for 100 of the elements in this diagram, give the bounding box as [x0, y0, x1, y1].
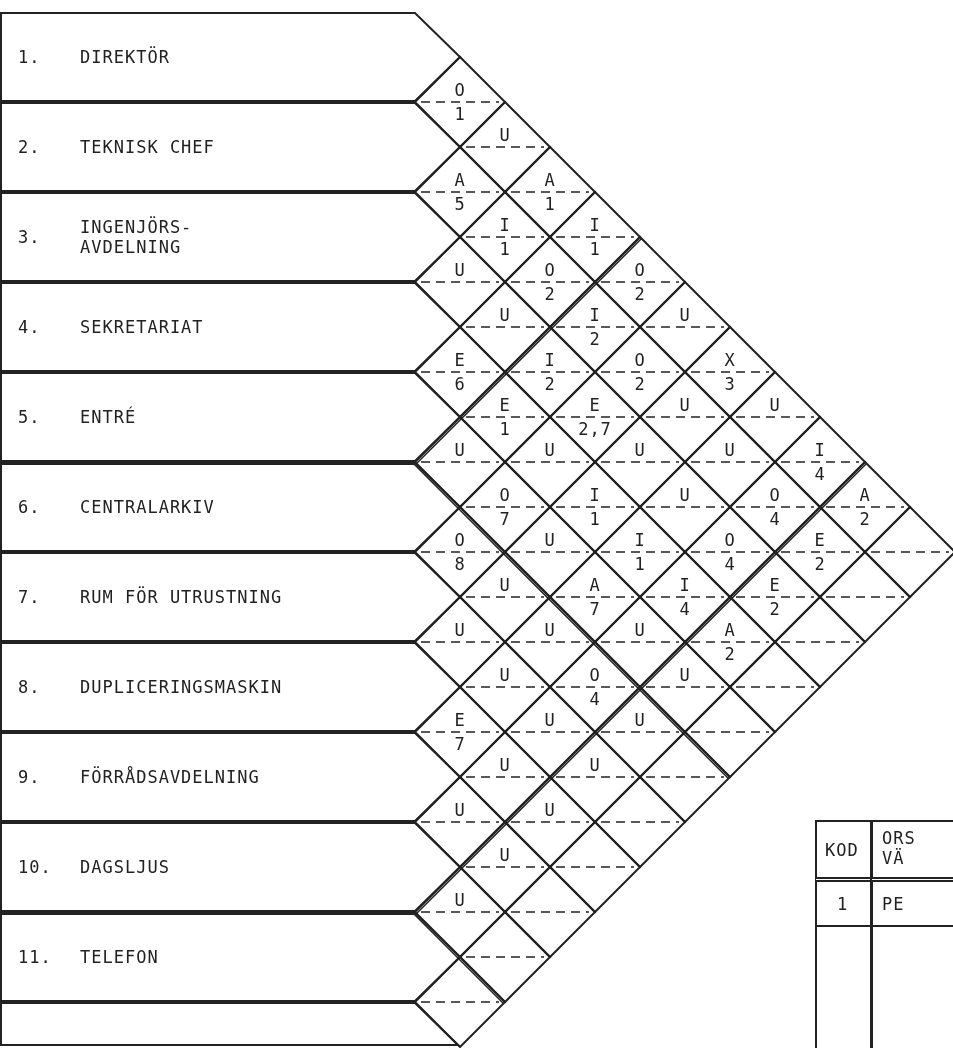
reason-number: 2	[589, 329, 601, 349]
closeness-code: U	[454, 620, 466, 640]
reason-number: 4	[724, 554, 736, 574]
closeness-code: A	[544, 170, 556, 190]
closeness-code: A	[589, 575, 601, 595]
closeness-code: U	[499, 665, 511, 685]
row-number: 10.	[18, 857, 52, 877]
reason-number: 2	[724, 644, 736, 664]
closeness-code: A	[454, 170, 466, 190]
relationship-diamond	[640, 732, 730, 822]
department-name: TELEFON	[80, 947, 159, 967]
relationship-diamond	[415, 957, 505, 1047]
closeness-code: U	[679, 665, 691, 685]
table-text: 1	[837, 894, 849, 914]
reason-number: 4	[814, 464, 826, 484]
department-name: SEKRETARIAT	[80, 317, 204, 337]
closeness-code: U	[634, 620, 646, 640]
closeness-code: U	[454, 440, 466, 460]
closeness-code: A	[724, 620, 736, 640]
reason-number: 4	[679, 599, 691, 619]
closeness-code: U	[499, 125, 511, 145]
relationship-diamond	[460, 912, 550, 1002]
relationship-diamond	[685, 687, 775, 777]
department-name: CENTRALARKIV	[80, 497, 215, 517]
closeness-code: O	[634, 350, 646, 370]
closeness-code: E	[499, 395, 511, 415]
closeness-code: E	[814, 530, 826, 550]
closeness-code: U	[679, 395, 691, 415]
reason-number: 1	[589, 239, 601, 259]
closeness-code: U	[544, 440, 556, 460]
row-number: 1.	[18, 47, 41, 67]
closeness-code: U	[454, 260, 466, 280]
reason-number: 1	[544, 194, 556, 214]
closeness-code: O	[724, 530, 736, 550]
row-number: 5.	[18, 407, 41, 427]
reason-number: 6	[454, 374, 466, 394]
reason-number: 1	[499, 419, 511, 439]
department-name: DUPLICERINGSMASKIN	[80, 677, 283, 697]
closeness-code: X	[724, 350, 736, 370]
reason-number: 7	[589, 599, 601, 619]
reason-number: 4	[589, 689, 601, 709]
closeness-code: U	[679, 305, 691, 325]
closeness-code: O	[454, 80, 466, 100]
closeness-code: I	[589, 485, 601, 505]
closeness-code: E	[454, 350, 466, 370]
reason-number: 2,7	[578, 419, 612, 439]
closeness-code: U	[634, 710, 646, 730]
reason-number: 3	[724, 374, 736, 394]
row-number: 9.	[18, 767, 41, 787]
reason-number: 1	[454, 104, 466, 124]
row-number: 4.	[18, 317, 41, 337]
closeness-code: U	[544, 800, 556, 820]
closeness-code: U	[544, 620, 556, 640]
closeness-code: O	[454, 530, 466, 550]
reason-number: 2	[769, 599, 781, 619]
reason-number: 1	[634, 554, 646, 574]
row-number: 6.	[18, 497, 41, 517]
row-number: 7.	[18, 587, 41, 607]
closeness-code: I	[499, 215, 511, 235]
reason-number: 8	[454, 554, 466, 574]
relationship-diamond	[415, 867, 505, 957]
closeness-code: E	[454, 710, 466, 730]
closeness-code: E	[769, 575, 781, 595]
closeness-code: O	[589, 665, 601, 685]
closeness-code: U	[499, 845, 511, 865]
department-row	[0, 1002, 460, 1046]
closeness-code: U	[499, 755, 511, 775]
row-number: 11.	[18, 947, 52, 967]
closeness-code: U	[499, 575, 511, 595]
relationship-diamond	[505, 867, 595, 957]
department-name: DAGSLJUS	[80, 857, 170, 877]
closeness-code: U	[454, 890, 466, 910]
department-name: DIREKTÖR	[80, 47, 170, 67]
department-name: RUM FÖR UTRUSTNING	[80, 587, 283, 607]
closeness-code: O	[634, 260, 646, 280]
reason-number: 2	[634, 284, 646, 304]
closeness-code: I	[679, 575, 691, 595]
closeness-code: I	[589, 215, 601, 235]
department-name: FÖRRÅDSAVDELNING	[80, 767, 260, 787]
reason-number: 2	[544, 284, 556, 304]
closeness-code: U	[634, 440, 646, 460]
closeness-code: O	[544, 260, 556, 280]
relationship-diamond	[595, 777, 685, 867]
table-text: KOD	[825, 840, 859, 860]
reason-number: 2	[859, 509, 871, 529]
closeness-code: U	[679, 485, 691, 505]
table-text: ORS VÄ	[882, 828, 917, 868]
row-number: 2.	[18, 137, 41, 157]
department-name: ENTRÉ	[80, 407, 137, 427]
closeness-code: U	[589, 755, 601, 775]
closeness-code: I	[544, 350, 556, 370]
department-name: TEKNISK CHEF	[80, 137, 215, 157]
reason-number: 4	[769, 509, 781, 529]
row-number: 3.	[18, 227, 41, 247]
closeness-code: I	[589, 305, 601, 325]
reason-number: 2	[634, 374, 646, 394]
closeness-code: U	[454, 800, 466, 820]
closeness-code: I	[634, 530, 646, 550]
closeness-code: E	[589, 395, 601, 415]
closeness-code: U	[544, 530, 556, 550]
